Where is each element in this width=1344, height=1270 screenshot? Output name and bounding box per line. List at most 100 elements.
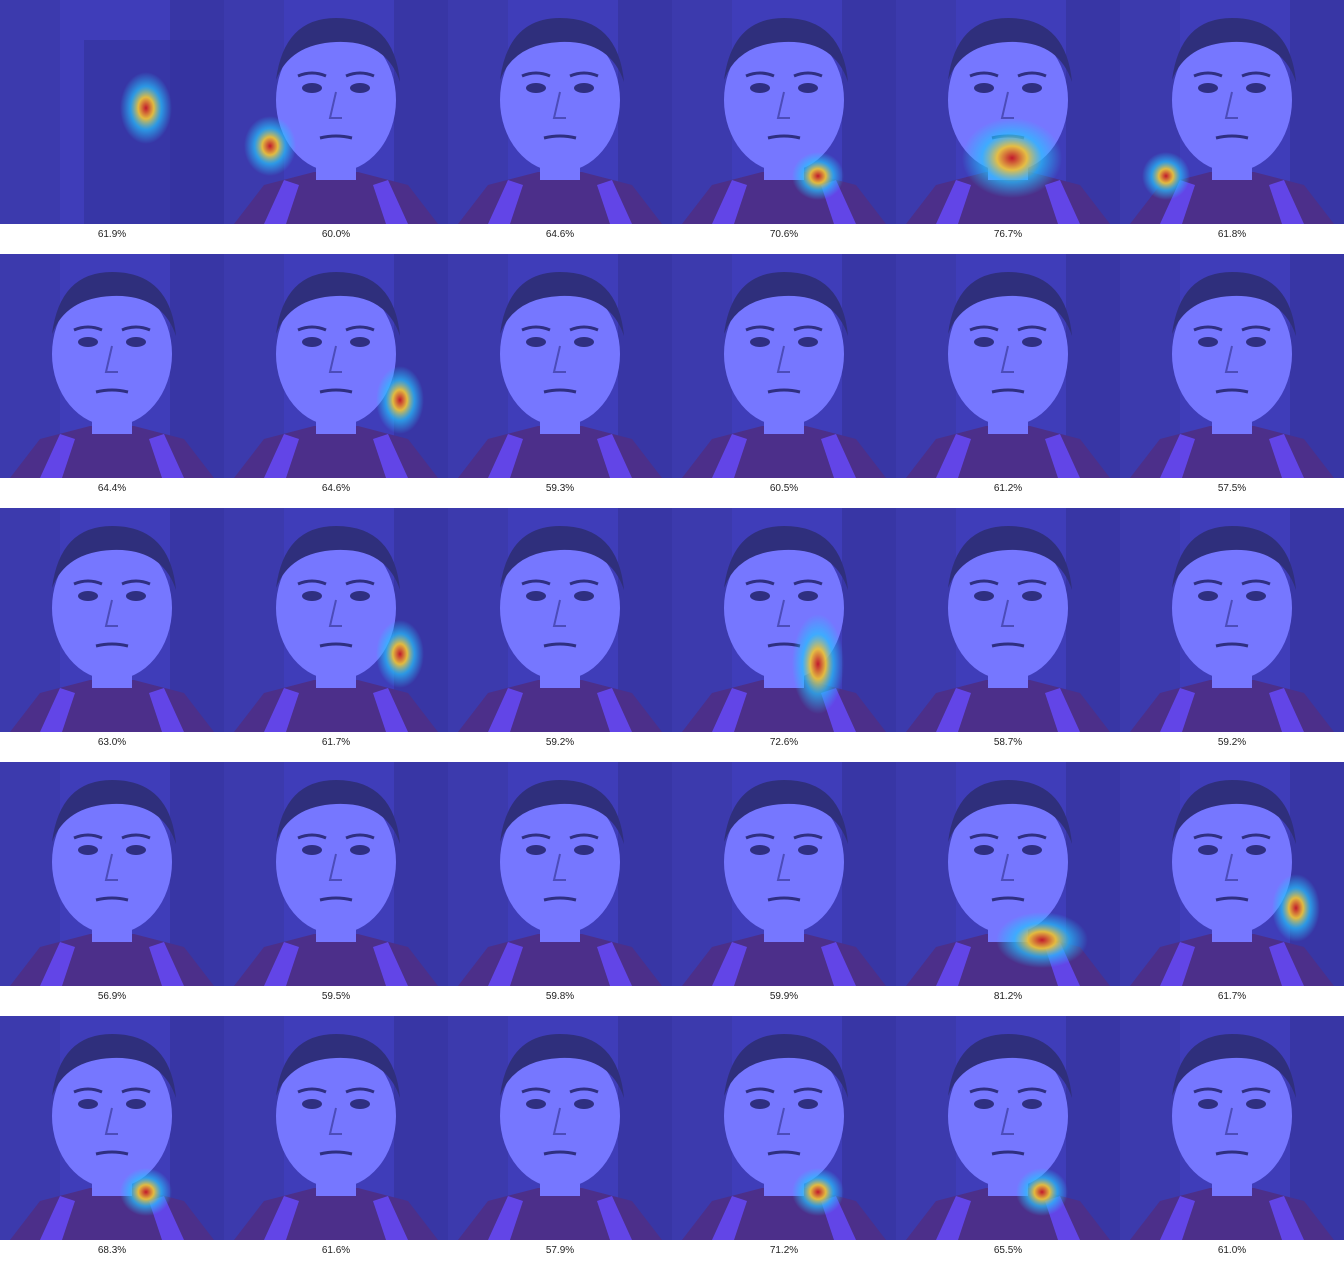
- confidence-caption: 59.2%: [1217, 737, 1247, 748]
- confidence-caption: 64.6%: [321, 483, 351, 494]
- confidence-caption: 61.2%: [993, 483, 1023, 494]
- face-heatmap-image: [1120, 1016, 1344, 1240]
- face-heatmap-image: [448, 508, 672, 732]
- result-tile: 61.0%: [1120, 1016, 1344, 1270]
- result-tile: 59.2%: [1120, 508, 1344, 762]
- attention-heat-spot: [792, 1168, 844, 1216]
- face-heatmap-image: [672, 762, 896, 986]
- confidence-caption: 59.9%: [769, 991, 799, 1002]
- result-tile: 61.7%: [1120, 762, 1344, 1016]
- confidence-caption: 65.5%: [993, 1245, 1023, 1256]
- face-heatmap-image: [224, 0, 448, 224]
- confidence-caption: 68.3%: [97, 1245, 127, 1256]
- result-tile: 68.3%: [0, 1016, 224, 1270]
- confidence-caption: 63.0%: [97, 737, 127, 748]
- confidence-caption: 60.5%: [769, 483, 799, 494]
- face-heatmap-image: [1120, 762, 1344, 986]
- result-tile: 59.9%: [672, 762, 896, 1016]
- confidence-caption: 61.8%: [1217, 229, 1247, 240]
- face-heatmap-image: [1120, 0, 1344, 224]
- result-tile: 58.7%: [896, 508, 1120, 762]
- face-heatmap-image: [0, 508, 224, 732]
- face-heatmap-image: [672, 0, 896, 224]
- attention-heat-spot: [120, 1168, 172, 1216]
- result-tile: 59.5%: [224, 762, 448, 1016]
- attention-heat-spot: [792, 152, 844, 200]
- confidence-caption: 57.5%: [1217, 483, 1247, 494]
- confidence-caption: 57.9%: [545, 1245, 575, 1256]
- result-tile: 63.0%: [0, 508, 224, 762]
- result-tile: 57.9%: [448, 1016, 672, 1270]
- result-tile: 60.0%: [224, 0, 448, 254]
- face-heatmap-image: [672, 508, 896, 732]
- confidence-caption: 61.9%: [97, 229, 127, 240]
- face-heatmap-image: [448, 1016, 672, 1240]
- confidence-caption: 64.6%: [545, 229, 575, 240]
- confidence-caption: 76.7%: [993, 229, 1023, 240]
- result-tile: 61.9%: [0, 0, 224, 254]
- confidence-caption: 59.8%: [545, 991, 575, 1002]
- face-heatmap-image: [1120, 254, 1344, 478]
- result-tile: 81.2%: [896, 762, 1120, 1016]
- confidence-caption: 71.2%: [769, 1245, 799, 1256]
- face-heatmap-image: [896, 508, 1120, 732]
- result-tile: 59.8%: [448, 762, 672, 1016]
- face-heatmap-image: [224, 508, 448, 732]
- face-heatmap-image: [224, 762, 448, 986]
- face-heatmap-image: [448, 254, 672, 478]
- face-heatmap-image: [448, 0, 672, 224]
- attention-heat-spot: [120, 72, 172, 144]
- confidence-caption: 72.6%: [769, 737, 799, 748]
- confidence-caption: 64.4%: [97, 483, 127, 494]
- face-heatmap-image: [0, 1016, 224, 1240]
- result-tile: 61.6%: [224, 1016, 448, 1270]
- face-heatmap-image: [896, 1016, 1120, 1240]
- attention-heat-spot: [962, 118, 1062, 198]
- confidence-caption: 61.0%: [1217, 1245, 1247, 1256]
- face-heatmap-image: [224, 254, 448, 478]
- face-heatmap-image: [1120, 508, 1344, 732]
- face-heatmap-image: [672, 1016, 896, 1240]
- face-heatmap-image: [448, 762, 672, 986]
- result-tile: 70.6%: [672, 0, 896, 254]
- confidence-caption: 58.7%: [993, 737, 1023, 748]
- result-tile: 59.2%: [448, 508, 672, 762]
- confidence-caption: 81.2%: [993, 991, 1023, 1002]
- confidence-caption: 61.7%: [1217, 991, 1247, 1002]
- face-heatmap-image: [0, 254, 224, 478]
- result-tile: 64.6%: [448, 0, 672, 254]
- attention-heat-spot: [1272, 874, 1320, 942]
- confidence-caption: 70.6%: [769, 229, 799, 240]
- attention-heat-spot: [244, 116, 296, 176]
- face-heatmap-image: [224, 1016, 448, 1240]
- result-tile: 57.5%: [1120, 254, 1344, 508]
- result-tile: 61.8%: [1120, 0, 1344, 254]
- face-heatmap-image: [896, 0, 1120, 224]
- attention-heat-spot: [996, 912, 1088, 968]
- confidence-caption: 59.2%: [545, 737, 575, 748]
- confidence-caption: 59.3%: [545, 483, 575, 494]
- confidence-caption: 60.0%: [321, 229, 351, 240]
- result-tile: 64.6%: [224, 254, 448, 508]
- face-heatmap-image: [896, 254, 1120, 478]
- confidence-caption: 56.9%: [97, 991, 127, 1002]
- attention-heat-spot: [376, 620, 424, 688]
- result-tile: 56.9%: [0, 762, 224, 1016]
- attention-heat-spot: [1142, 152, 1190, 200]
- result-tile: 72.6%: [672, 508, 896, 762]
- result-tile: 76.7%: [896, 0, 1120, 254]
- confidence-caption: 61.7%: [321, 737, 351, 748]
- result-tile: 64.4%: [0, 254, 224, 508]
- result-tile: 65.5%: [896, 1016, 1120, 1270]
- face-heatmap-image: [0, 0, 224, 224]
- face-heatmap-image: [896, 762, 1120, 986]
- result-tile: 61.2%: [896, 254, 1120, 508]
- attention-heat-spot: [792, 614, 844, 714]
- attention-heat-spot: [1016, 1168, 1068, 1216]
- face-heatmap-image: [0, 762, 224, 986]
- attention-heat-spot: [376, 366, 424, 434]
- confidence-caption: 59.5%: [321, 991, 351, 1002]
- confidence-caption: 61.6%: [321, 1245, 351, 1256]
- result-tile: 61.7%: [224, 508, 448, 762]
